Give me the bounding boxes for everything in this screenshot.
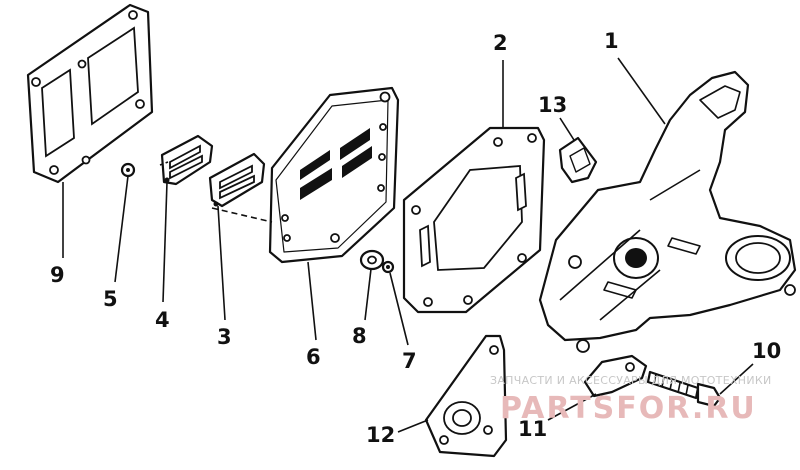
callout-5: 5 [103,287,118,311]
leader-lines [62,57,754,433]
callout-1: 1 [604,29,619,53]
callout-2: 2 [493,31,508,55]
watermark-logo: PARTSFOR.RU [500,391,757,426]
part-1-adaptor-housing [538,70,797,353]
callout-6: 6 [306,345,321,369]
part-9-gasket [26,3,154,184]
part-13-clip [558,136,598,184]
callout-8: 8 [352,324,367,348]
part-2-gasket [402,126,546,314]
callout-11: 11 [518,417,547,441]
callout-10: 10 [752,339,781,363]
part-8-bushing [359,249,385,271]
callout-13: 13 [538,93,567,117]
part-5-screw [120,162,136,178]
callout-7: 7 [402,349,417,373]
callout-labels: 1 2 3 4 5 6 7 8 9 10 11 12 13 [50,29,781,447]
callout-12: 12 [366,423,395,447]
part-10-bolt [646,370,722,408]
part-6-reed-plate [268,86,400,264]
callout-3: 3 [217,325,232,349]
watermark: ЗАПЧАСТИ И АКСЕССУАРЫ ДЛЯ МОТОТЕХНИКИ PA… [490,374,772,426]
part-4-reed-valve [160,134,214,186]
part-3-reed-stop [208,152,266,208]
part-11-clamp [583,354,648,398]
callout-9: 9 [50,263,65,287]
part-7-lock-washer [381,260,395,274]
callout-4: 4 [155,308,170,332]
part-12-cover-plate [424,334,508,458]
watermark-text: ЗАПЧАСТИ И АКСЕССУАРЫ ДЛЯ МОТОТЕХНИКИ [490,374,772,387]
